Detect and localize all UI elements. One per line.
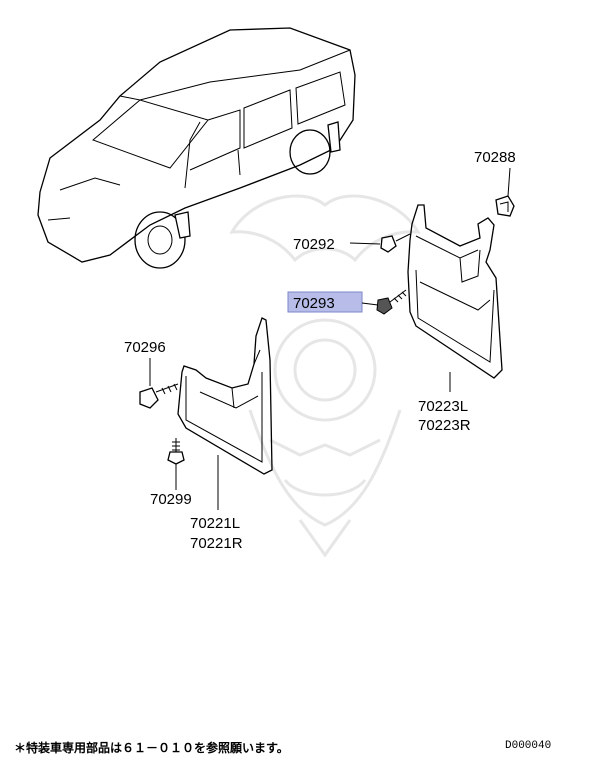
part-label-70292[interactable]: 70292 xyxy=(293,236,335,253)
part-label-70221L[interactable]: 70221L xyxy=(190,515,240,532)
mud-guard-70223 xyxy=(407,204,503,379)
part-label-70296[interactable]: 70296 xyxy=(124,339,166,356)
leader-70293 xyxy=(361,302,379,306)
mud-guard-70221 xyxy=(177,317,273,475)
screw-70299 xyxy=(167,438,185,465)
vehicle-illustration xyxy=(37,27,356,269)
part-label-70288[interactable]: 70288 xyxy=(474,149,516,166)
part-label-70221R[interactable]: 70221R xyxy=(190,535,243,552)
part-label-70223R[interactable]: 70223R xyxy=(418,417,471,434)
bolt-70296 xyxy=(139,383,179,409)
part-label-70293[interactable]: 70293 xyxy=(293,295,335,312)
bolt-70293 xyxy=(376,289,407,315)
highlight-70293 xyxy=(287,291,363,313)
part-label-70223L[interactable]: 70223L xyxy=(418,398,468,415)
leader-70288 xyxy=(507,167,511,197)
footer-note: ＊特装車専用部品は６１－０１０を参照願います。 xyxy=(14,740,289,755)
diagram-code: D000040 xyxy=(505,740,551,752)
part-label-70299[interactable]: 70299 xyxy=(150,491,192,508)
clip-70288 xyxy=(495,195,515,217)
leader-70292 xyxy=(349,242,381,245)
watermark-emblem xyxy=(229,194,421,558)
screw-70292 xyxy=(380,233,411,253)
